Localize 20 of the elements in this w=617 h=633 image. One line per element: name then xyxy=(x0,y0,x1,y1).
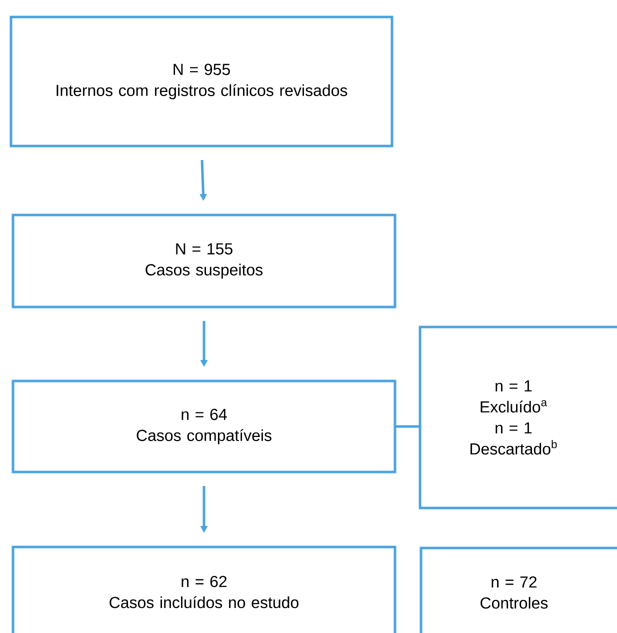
node-label: Casos incluídos no estudo xyxy=(110,596,298,608)
process-box xyxy=(10,16,394,148)
process-box xyxy=(418,326,617,510)
node-label: n = 1 xyxy=(496,422,532,434)
node-label: n = 72 xyxy=(492,576,537,588)
node-label: Internos com registros clínicos revisados xyxy=(56,84,348,100)
node-label: Excluído$^{a}$ xyxy=(480,400,548,413)
process-box xyxy=(12,380,396,474)
process-box xyxy=(420,546,617,633)
node-label: Casos suspeitos xyxy=(146,264,263,279)
node-label: Controles xyxy=(480,596,548,609)
node-label: n = 64 xyxy=(182,408,227,420)
process-box xyxy=(12,214,396,308)
node-label: N = 955 xyxy=(174,64,230,76)
node-label: n = 1 xyxy=(496,380,532,392)
node-label: n = 62 xyxy=(182,576,227,588)
process-box xyxy=(12,546,396,633)
node-label: N = 155 xyxy=(176,243,232,255)
node-label: Descartado$^{b}$ xyxy=(470,440,557,455)
node-label: Casos compatíveis xyxy=(136,429,272,444)
